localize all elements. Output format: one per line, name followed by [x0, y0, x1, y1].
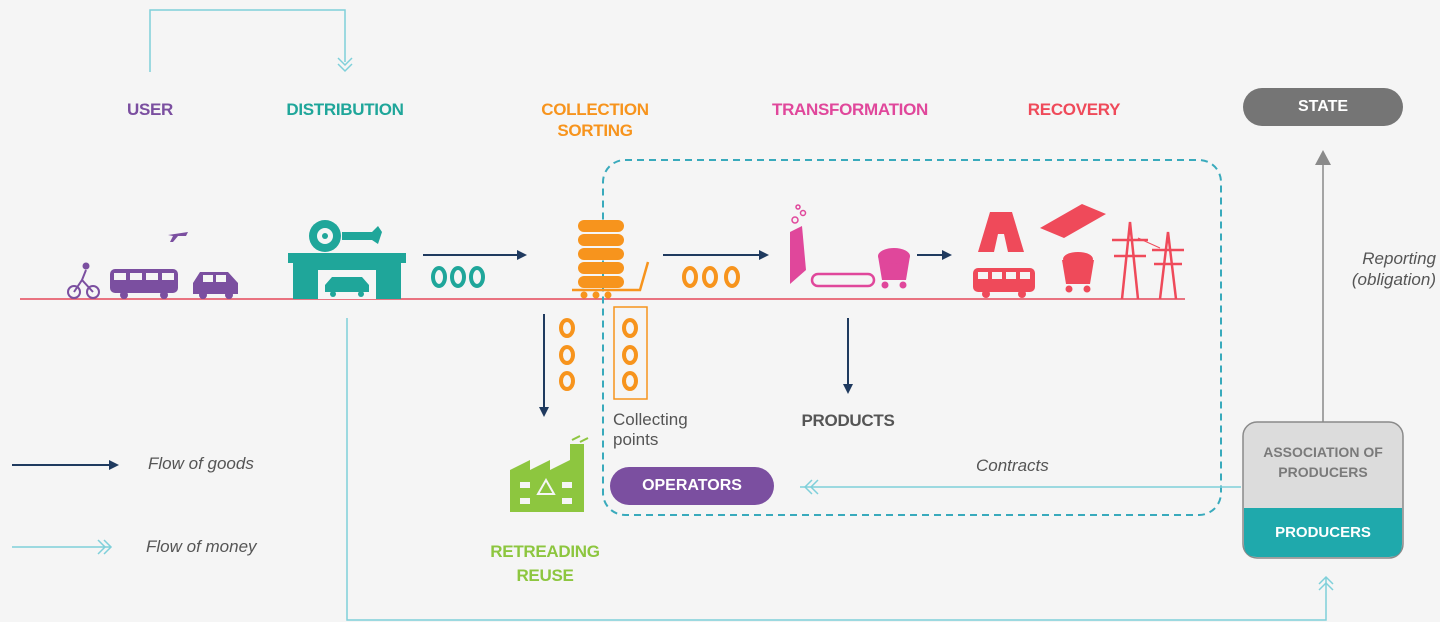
retreading-reuse-label: RETREADING REUSE	[474, 540, 616, 588]
producers-label: PRODUCERS	[1275, 524, 1371, 541]
legend-goods-label: Flow of goods	[148, 454, 254, 473]
tires-distribution-icon	[431, 266, 485, 288]
stage-collection-line2: SORTING	[557, 121, 633, 140]
products-label: PRODUCTS	[801, 411, 895, 430]
retreading-factory-icon	[510, 435, 589, 512]
reporting-arrow	[1315, 150, 1331, 422]
goods-flow-arrows	[12, 250, 952, 470]
association-line2: PRODUCERS	[1278, 464, 1368, 480]
road-icon	[978, 212, 1024, 252]
collecting-points-label: Collecting points	[613, 410, 688, 450]
operators-badge: OPERATORS	[610, 467, 774, 505]
stage-collection-label: COLLECTION SORTING	[520, 99, 670, 141]
transformation-machines-icon	[790, 204, 910, 289]
operators-region	[602, 159, 1222, 516]
association-box	[1242, 421, 1404, 559]
reporting-line1: Reporting	[1362, 249, 1436, 268]
reporting-line2: (obligation)	[1351, 270, 1436, 289]
contracts-label: Contracts	[976, 456, 1049, 475]
mine-cart-icon	[1062, 252, 1094, 293]
money-flow-top	[149, 9, 353, 73]
rubber-mat-icon	[1040, 204, 1106, 238]
stage-distribution-label: DISTRIBUTION	[286, 100, 404, 119]
association-label: ASSOCIATION OF PRODUCERS	[1243, 442, 1403, 482]
tire-stack-trolley-icon	[572, 220, 650, 299]
tires-retreading-icon	[559, 318, 575, 391]
retreading-line1: RETREADING	[490, 542, 600, 561]
stage-transformation-label: TRANSFORMATION	[771, 100, 929, 119]
user-vehicles-icon	[67, 232, 238, 299]
state-badge: STATE	[1243, 88, 1403, 126]
association-line1: ASSOCIATION OF	[1263, 444, 1383, 460]
recovery-bus-icon	[973, 268, 1035, 298]
car-icon	[193, 272, 238, 299]
stage-recovery-label: RECOVERY	[1027, 100, 1121, 119]
collecting-line2: points	[613, 430, 659, 449]
power-pylon-icon	[1112, 221, 1184, 300]
stage-collection-line1: COLLECTION	[541, 100, 649, 119]
legend-money-label: Flow of money	[146, 537, 257, 556]
collecting-line1: Collecting	[613, 410, 688, 429]
retreading-line2: REUSE	[516, 566, 574, 585]
garage-icon	[288, 220, 406, 299]
tires-collection-icon	[682, 266, 740, 288]
reporting-label: Reporting (obligation)	[1330, 248, 1436, 290]
bicycle-icon	[67, 269, 100, 299]
recovery-uses-icon	[973, 204, 1184, 300]
airplane-icon	[168, 232, 188, 242]
stage-user-label: USER	[126, 100, 174, 119]
bus-icon	[110, 269, 178, 299]
tires-collecting-points-icon	[613, 306, 648, 400]
money-flow-main	[12, 318, 1334, 621]
